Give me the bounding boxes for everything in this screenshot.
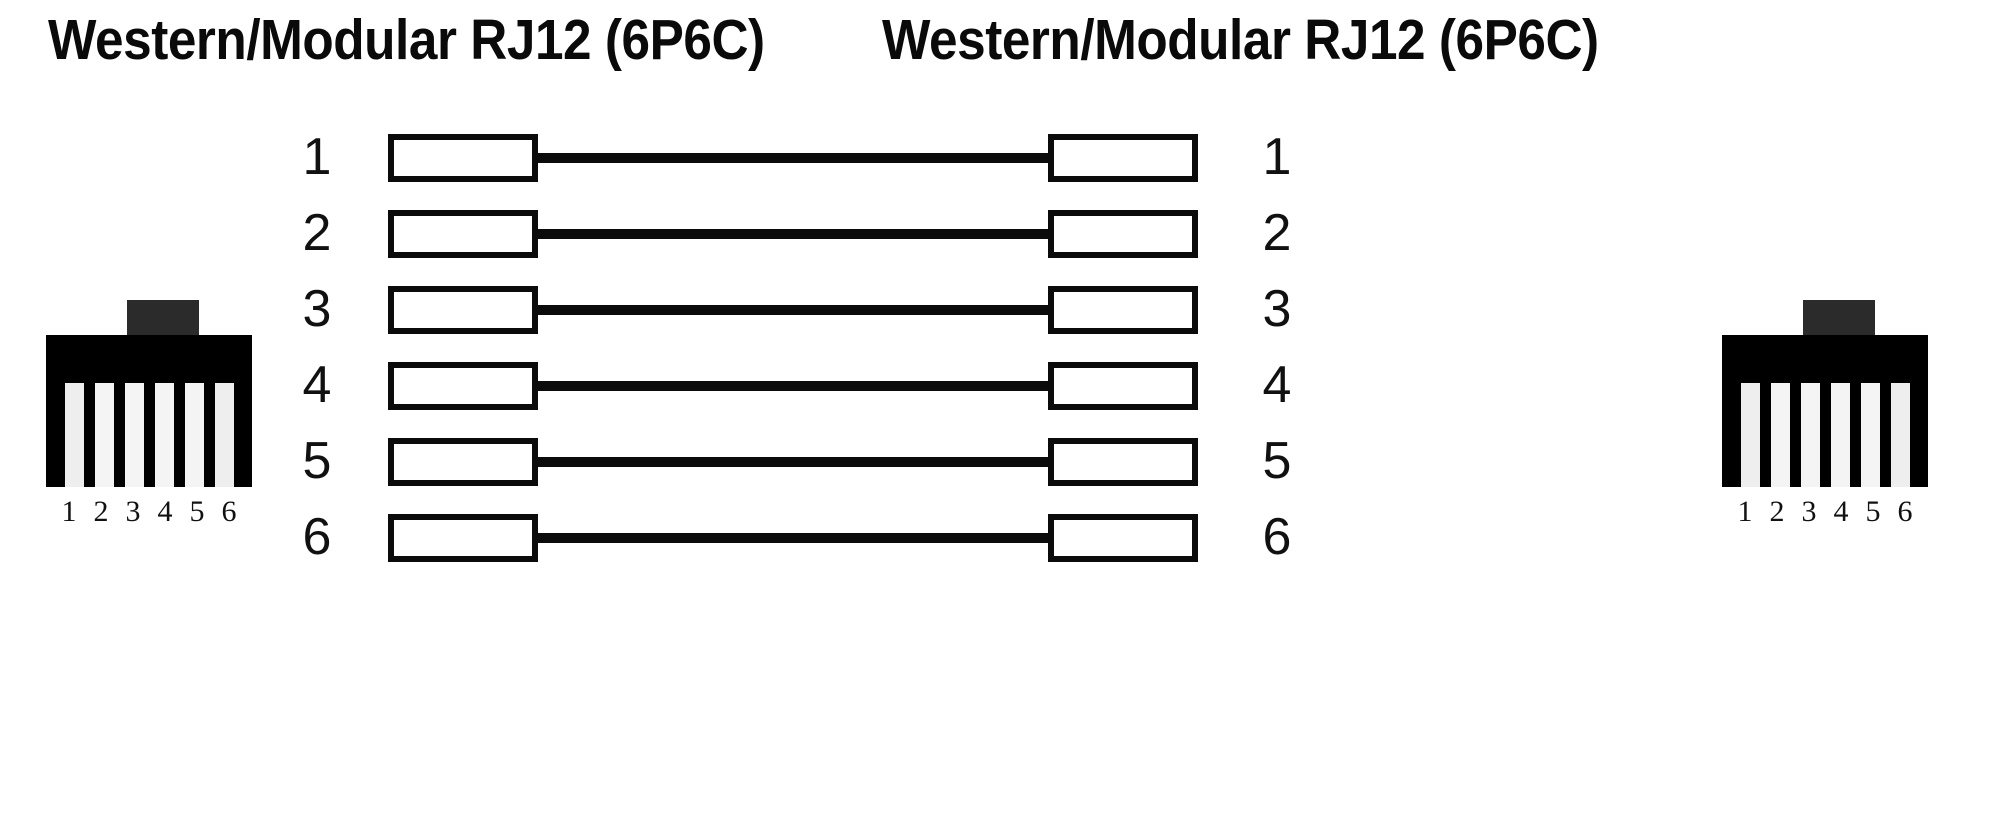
connection-wire	[534, 153, 1054, 163]
left-connector-illustration: 1 2 3 4 5 6	[32, 300, 294, 550]
pin-contact	[154, 383, 174, 487]
pin-contact	[1770, 383, 1790, 487]
connection-wire	[534, 533, 1054, 543]
left-pin-number: 1	[302, 128, 332, 186]
connector-pin-label: 1	[61, 495, 77, 528]
left-pin-number: 3	[302, 280, 332, 338]
right-pin-pad	[1048, 514, 1198, 562]
left-pin-pad	[388, 286, 538, 334]
connection-wire	[534, 229, 1054, 239]
left-pin-number: 6	[302, 508, 332, 566]
left-pin-number: 2	[302, 204, 332, 262]
pin-contact	[1830, 383, 1850, 487]
right-connector-pin-contacts	[1722, 335, 1928, 487]
left-pin-pad	[388, 134, 538, 182]
right-pin-number: 5	[1262, 432, 1292, 490]
connector-pin-label: 5	[1865, 495, 1881, 528]
left-connector-pin-contacts	[46, 335, 252, 487]
connection-wire	[534, 457, 1054, 467]
pin-contact	[1890, 383, 1910, 487]
pin-contact	[64, 383, 84, 487]
right-pin-pad	[1048, 438, 1198, 486]
right-pin-pad	[1048, 210, 1198, 258]
pin-contact	[94, 383, 114, 487]
connector-pin-label: 2	[1769, 495, 1785, 528]
connector-pin-label: 4	[1833, 495, 1849, 528]
connector-pin-label: 6	[1897, 495, 1913, 528]
right-pin-number: 4	[1262, 356, 1292, 414]
right-connector-title: Western/Modular RJ12 (6P6C)	[882, 8, 1599, 72]
right-connector-illustration: 1 2 3 4 5 6	[1708, 300, 1970, 550]
connector-pin-label: 6	[221, 495, 237, 528]
connector-pin-label: 3	[125, 495, 141, 528]
left-pin-pad	[388, 210, 538, 258]
pin-contact	[1740, 383, 1760, 487]
right-pin-number: 1	[1262, 128, 1292, 186]
right-pin-number: 3	[1262, 280, 1292, 338]
right-pin-number: 2	[1262, 204, 1292, 262]
connector-pin-label: 1	[1737, 495, 1753, 528]
right-connector-pin-labels: 1 2 3 4 5 6	[1722, 496, 1928, 528]
right-pin-pad	[1048, 362, 1198, 410]
pin-contact	[1860, 383, 1880, 487]
pin-contact	[214, 383, 234, 487]
left-connector-title: Western/Modular RJ12 (6P6C)	[48, 8, 765, 72]
connection-wire	[534, 305, 1054, 315]
rj12-latch-icon	[1803, 300, 1875, 338]
left-pin-pad	[388, 362, 538, 410]
left-pin-number: 4	[302, 356, 332, 414]
pin-contact	[1800, 383, 1820, 487]
left-pin-pad	[388, 514, 538, 562]
connector-pin-label: 2	[93, 495, 109, 528]
connector-pin-label: 4	[157, 495, 173, 528]
connector-pin-label: 3	[1801, 495, 1817, 528]
rj12-latch-icon	[127, 300, 199, 338]
right-pin-pad	[1048, 286, 1198, 334]
left-connector-pin-labels: 1 2 3 4 5 6	[46, 496, 252, 528]
left-pin-number: 5	[302, 432, 332, 490]
pin-contact	[124, 383, 144, 487]
connection-wire	[534, 381, 1054, 391]
left-pin-pad	[388, 438, 538, 486]
pin-contact	[184, 383, 204, 487]
right-pin-number: 6	[1262, 508, 1292, 566]
connector-pin-label: 5	[189, 495, 205, 528]
right-pin-pad	[1048, 134, 1198, 182]
